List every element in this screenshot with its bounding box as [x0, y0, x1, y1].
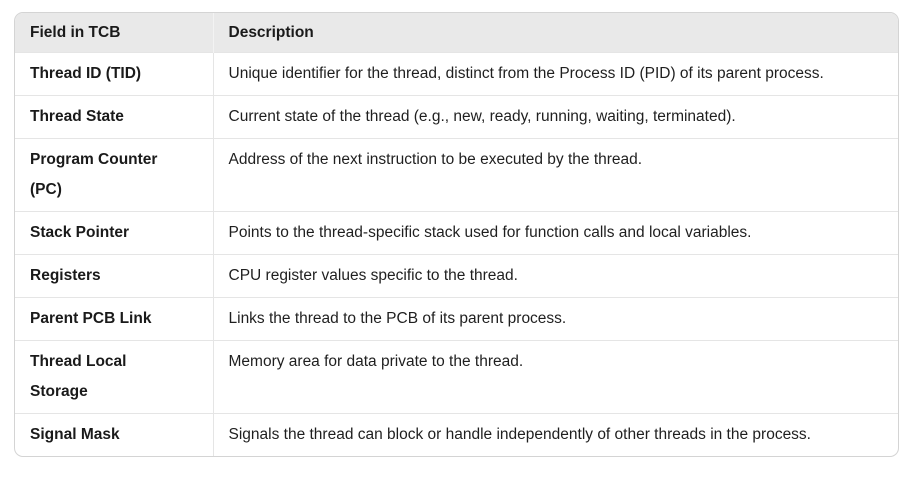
table-row: Thread State Current state of the thread… — [15, 95, 898, 139]
field-cell: Signal Mask — [15, 413, 214, 456]
column-header-field: Field in TCB — [15, 13, 214, 53]
column-header-description-label: Description — [228, 24, 314, 41]
description-text: Address of the next instruction to be ex… — [228, 151, 643, 168]
description-text: Signals the thread can block or handle i… — [228, 426, 812, 443]
field-text: Registers — [30, 267, 101, 284]
field-text: Stack Pointer — [30, 224, 130, 241]
description-text: Points to the thread-specific stack used… — [228, 224, 752, 241]
column-header-field-label: Field in TCB — [30, 24, 121, 41]
table-row: Signal Mask Signals the thread can block… — [15, 413, 898, 456]
table-row: Registers CPU register values specific t… — [15, 254, 898, 298]
table-row: Parent PCB Link Links the thread to the … — [15, 297, 898, 341]
description-cell: Current state of the thread (e.g., new, … — [213, 95, 898, 139]
table-row: Stack Pointer Points to the thread-speci… — [15, 211, 898, 255]
column-header-description: Description — [213, 13, 898, 53]
field-text: Thread State — [30, 108, 124, 125]
description-text: Links the thread to the PCB of its paren… — [228, 310, 567, 327]
field-text: Parent PCB Link — [30, 310, 152, 327]
table-row: Program Counter (PC) Address of the next… — [15, 138, 898, 212]
description-text: Memory area for data private to the thre… — [228, 353, 524, 370]
description-cell: Links the thread to the PCB of its paren… — [213, 297, 898, 341]
field-cell: Thread State — [15, 95, 214, 139]
tcb-table: Field in TCB Description Thread ID (TID)… — [15, 13, 898, 456]
field-cell: Parent PCB Link — [15, 297, 214, 341]
field-text: Signal Mask — [30, 426, 120, 443]
description-cell: CPU register values specific to the thre… — [213, 254, 898, 298]
description-cell: Points to the thread-specific stack used… — [213, 211, 898, 255]
description-cell: Memory area for data private to the thre… — [213, 340, 898, 414]
table-row: Thread ID (TID) Unique identifier for th… — [15, 52, 898, 96]
tcb-table-container: Field in TCB Description Thread ID (TID)… — [14, 12, 899, 457]
description-cell: Address of the next instruction to be ex… — [213, 138, 898, 212]
description-cell: Unique identifier for the thread, distin… — [213, 52, 898, 96]
table-row: Thread Local Storage Memory area for dat… — [15, 340, 898, 414]
description-text: CPU register values specific to the thre… — [228, 267, 518, 284]
header-row: Field in TCB Description — [15, 13, 898, 53]
description-text: Unique identifier for the thread, distin… — [228, 65, 824, 82]
field-cell: Stack Pointer — [15, 211, 214, 255]
field-cell: Thread Local Storage — [15, 340, 214, 414]
table-body: Thread ID (TID) Unique identifier for th… — [15, 52, 898, 456]
field-text: Program Counter (PC) — [30, 151, 158, 198]
description-text: Current state of the thread (e.g., new, … — [228, 108, 736, 125]
field-cell: Program Counter (PC) — [15, 138, 214, 212]
field-text: Thread ID (TID) — [30, 65, 142, 82]
field-cell: Registers — [15, 254, 214, 298]
description-cell: Signals the thread can block or handle i… — [213, 413, 898, 456]
field-cell: Thread ID (TID) — [15, 52, 214, 96]
field-text: Thread Local Storage — [30, 353, 127, 400]
